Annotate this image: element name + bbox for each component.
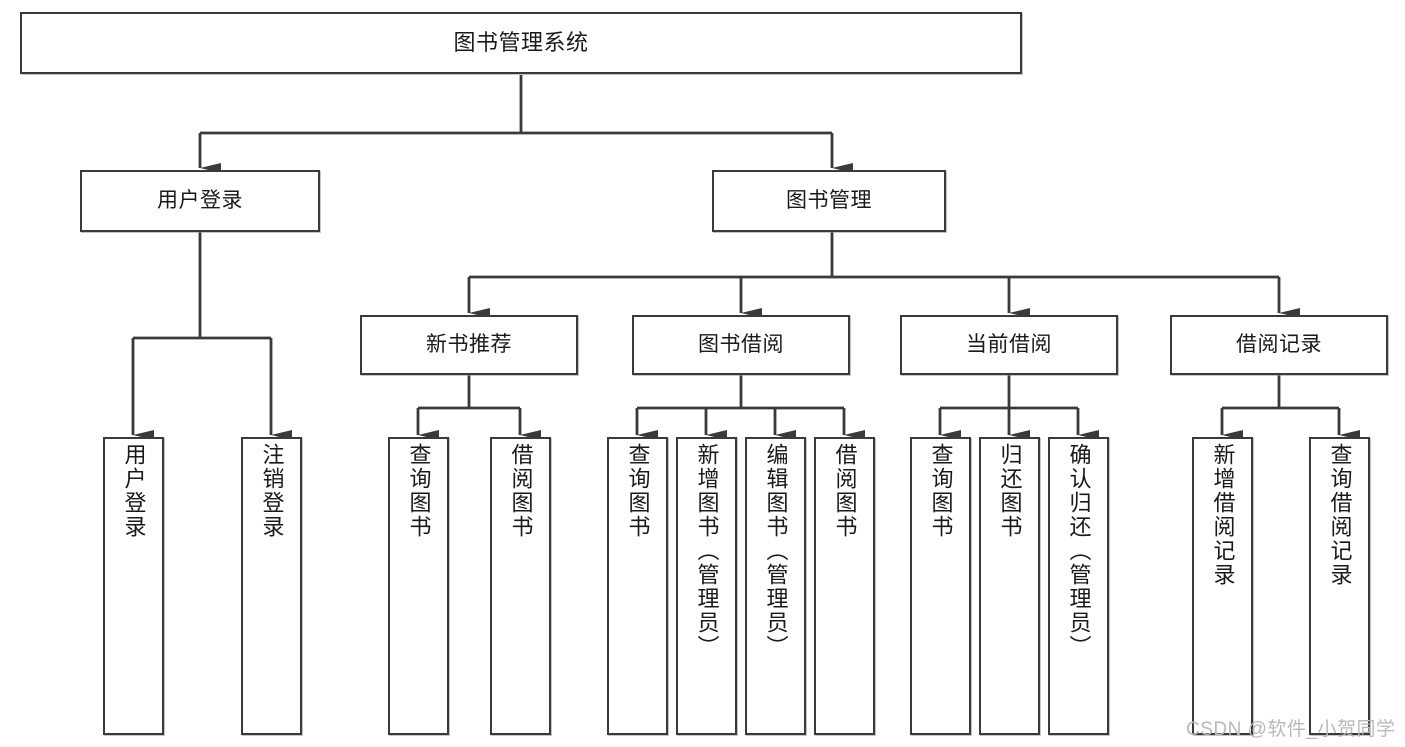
leaf-query-book-current[interactable]: 查询图书 bbox=[910, 437, 971, 735]
node-label: 编辑图书（管理员） bbox=[763, 443, 789, 659]
node-label: 注销登录 bbox=[259, 443, 285, 539]
leaf-query-book-borrow[interactable]: 查询图书 bbox=[607, 437, 668, 735]
node-label: 查询图书 bbox=[625, 443, 651, 539]
node-label: 当前借阅 bbox=[966, 332, 1052, 356]
node-root-system[interactable]: 图书管理系统 bbox=[20, 12, 1022, 74]
node-new-book-recommend[interactable]: 新书推荐 bbox=[360, 315, 578, 375]
node-label: 借阅记录 bbox=[1236, 332, 1322, 356]
watermark: CSDN @软件_小贺同学 bbox=[1186, 719, 1396, 740]
node-label: 用户登录 bbox=[121, 443, 147, 539]
node-label: 图书管理 bbox=[786, 188, 872, 212]
node-label: 图书借阅 bbox=[698, 332, 784, 356]
leaf-return-book[interactable]: 归还图书 bbox=[979, 437, 1040, 735]
node-book-management[interactable]: 图书管理 bbox=[712, 170, 946, 232]
leaf-add-book-admin[interactable]: 新增图书（管理员） bbox=[676, 437, 737, 735]
leaf-confirm-return-admin[interactable]: 确认归还（管理员） bbox=[1048, 437, 1109, 735]
node-label: 借阅图书 bbox=[508, 443, 534, 539]
leaf-query-book-new[interactable]: 查询图书 bbox=[388, 437, 449, 735]
node-label: 确认归还（管理员） bbox=[1066, 443, 1092, 659]
node-label: 新增图书（管理员） bbox=[694, 443, 720, 659]
node-label: 查询借阅记录 bbox=[1327, 443, 1353, 587]
node-label: 归还图书 bbox=[997, 443, 1023, 539]
leaf-borrow-book[interactable]: 借阅图书 bbox=[814, 437, 875, 735]
leaf-logout[interactable]: 注销登录 bbox=[241, 437, 302, 735]
leaf-add-borrow-record[interactable]: 新增借阅记录 bbox=[1192, 437, 1253, 735]
node-book-borrow[interactable]: 图书借阅 bbox=[632, 315, 850, 375]
leaf-borrow-book-new[interactable]: 借阅图书 bbox=[490, 437, 551, 735]
leaf-edit-book-admin[interactable]: 编辑图书（管理员） bbox=[745, 437, 806, 735]
node-label: 图书管理系统 bbox=[453, 30, 589, 56]
node-current-borrow[interactable]: 当前借阅 bbox=[900, 315, 1118, 375]
node-label: 新增借阅记录 bbox=[1210, 443, 1236, 587]
node-label: 用户登录 bbox=[157, 188, 243, 212]
leaf-query-borrow-record[interactable]: 查询借阅记录 bbox=[1309, 437, 1370, 735]
node-label: 借阅图书 bbox=[832, 443, 858, 539]
node-borrow-records[interactable]: 借阅记录 bbox=[1170, 315, 1388, 375]
leaf-user-login[interactable]: 用户登录 bbox=[103, 437, 164, 735]
node-label: 新书推荐 bbox=[426, 332, 512, 356]
node-label: 查询图书 bbox=[928, 443, 954, 539]
node-user-login[interactable]: 用户登录 bbox=[80, 170, 320, 232]
node-label: 查询图书 bbox=[406, 443, 432, 539]
